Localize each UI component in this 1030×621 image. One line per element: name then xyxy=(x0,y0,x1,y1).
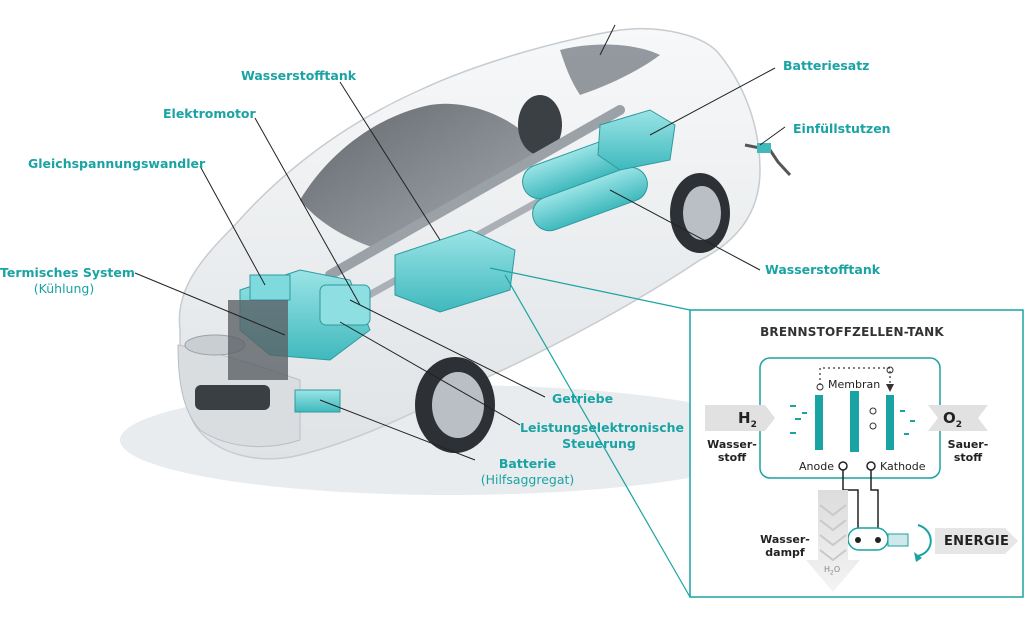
membrane-plate xyxy=(850,390,859,452)
label-power-electronics-2: Steuerung xyxy=(562,436,636,451)
chassis-rail xyxy=(325,105,625,280)
battery-pack-unit xyxy=(597,109,676,171)
label-battery-pack: Batteriesatz xyxy=(783,58,870,73)
inset-title: BRENNSTOFFZELLEN-TANK xyxy=(760,325,944,339)
rotation-arrow xyxy=(917,524,932,557)
label-cathode: Kathode xyxy=(880,460,926,473)
label-oxygen-1: Sauer- xyxy=(947,438,989,451)
aux-battery-unit xyxy=(294,389,341,413)
label-battery: Batterie xyxy=(498,456,557,471)
energy-arrow xyxy=(935,528,1018,554)
inset-connector-2 xyxy=(504,274,691,598)
particles xyxy=(790,405,915,435)
front-rim xyxy=(432,372,484,438)
label-battery-sub: (Hilfsaggregat) xyxy=(480,472,575,487)
windshield xyxy=(300,103,540,251)
radiator xyxy=(228,300,288,380)
anode-plate xyxy=(815,395,823,450)
rear-rim xyxy=(683,186,721,240)
inset-connector-1 xyxy=(489,267,691,311)
rear-wheel-left xyxy=(518,95,562,155)
o2-arrow xyxy=(928,405,988,431)
steam-arrow xyxy=(806,490,860,592)
label-hydrogen-2: stoff xyxy=(717,451,747,464)
label-membrane: Membran xyxy=(826,378,883,391)
label-anode: Anode xyxy=(799,460,834,473)
label-gearbox: Getriebe xyxy=(552,391,614,406)
symbol-h2o: H2O xyxy=(824,565,841,577)
fuel-cell-stack xyxy=(394,229,516,313)
label-thermal-system: Termisches System xyxy=(0,265,135,280)
motor-unit xyxy=(319,284,371,326)
label-hydrogen-tank-right: Wasserstofftank xyxy=(765,262,881,277)
label-dc-converter: Gleichspannungswandler xyxy=(28,156,206,171)
dc-converter-unit xyxy=(249,274,291,301)
symbol-h2: H2 xyxy=(738,409,757,430)
rear-window xyxy=(560,44,660,95)
cathode-plate xyxy=(886,395,894,450)
energy-motor xyxy=(847,527,889,551)
label-energy: ENERGIE xyxy=(944,534,1010,549)
symbol-o2: O2 xyxy=(943,409,963,430)
label-oxygen-2: stoff xyxy=(953,451,983,464)
label-electric-motor: Elektromotor xyxy=(163,106,256,121)
label-thermal-system-sub: (Kühlung) xyxy=(33,281,95,296)
electron-path xyxy=(819,367,891,385)
circuit-wires xyxy=(842,466,879,535)
label-filler-neck: Einfüllstutzen xyxy=(793,121,891,136)
callout-lines xyxy=(134,24,786,461)
label-hydrogen-tank-top: Wasserstofftank xyxy=(241,68,357,83)
grille xyxy=(195,385,270,410)
label-power-electronics-1: Leistungselektronische xyxy=(520,420,685,435)
label-steam-1: Wasser- xyxy=(760,533,810,546)
h2-arrow xyxy=(705,405,775,431)
label-hydrogen-1: Wasser- xyxy=(707,438,757,451)
label-steam-2: dampf xyxy=(765,546,805,559)
